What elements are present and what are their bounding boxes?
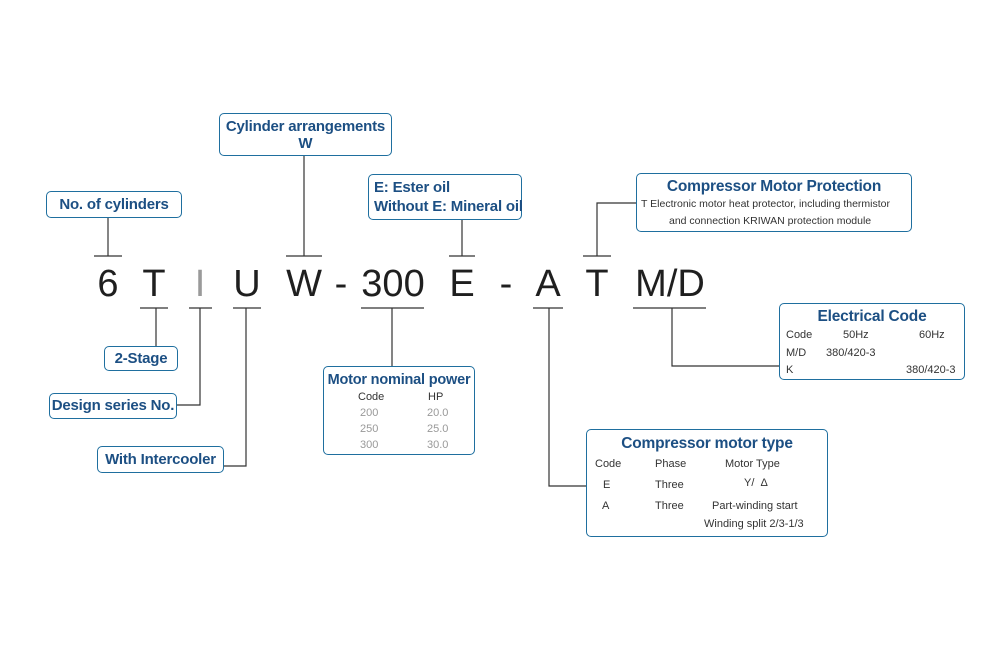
electrical-50hz: 380/420-3 [826,347,876,359]
stage-box: 2-Stage [104,346,178,371]
code-char-intercooler: U [233,263,261,305]
protection-title: Compressor Motor Protection [666,178,882,195]
motor-power-hp: 20.0 [427,407,449,419]
motor-power-code: 250 [360,423,379,435]
oil-ester-label: E: Ester oil [374,179,450,196]
intercooler-box: With Intercooler [97,446,224,473]
electrical-code: M/D [786,347,807,359]
oil-box: E: Ester oil Without E: Mineral oil [368,174,523,220]
arrangement-value: W [298,135,313,152]
motor-type-code: A [602,500,610,512]
electrical-title: Electrical Code [817,308,927,325]
oil-mineral-label: Without E: Mineral oil [374,198,523,215]
code-char-stage: T [142,263,166,305]
electrical-header-60hz: 60Hz [919,329,945,341]
motor-power-title: Motor nominal power [327,372,471,388]
design-box: Design series No. [49,393,177,419]
code-char-power: 300 [361,263,425,305]
motor-type-box: Compressor motor type Code Phase Motor T… [586,429,828,537]
motor-power-hp: 30.0 [427,439,449,451]
design-label: Design series No. [51,397,175,414]
motor-type-code: E [603,479,611,491]
code-char-electrical: M/D [635,263,705,305]
stage-label: 2-Stage [114,350,168,367]
motor-type-header-code: Code [595,458,622,470]
code-char-dash: - [499,263,513,305]
motor-type-extra: Winding split 2/3-1/3 [704,518,804,530]
motor-power-code: 200 [360,407,379,419]
electrical-header-50hz: 50Hz [843,329,869,341]
electrical-code: K [786,364,794,376]
code-char-motor-type: A [535,263,561,305]
motor-power-hp: 25.0 [427,423,449,435]
protection-desc-line1: T Electronic motor heat protector, inclu… [641,198,891,210]
motor-power-code: 300 [360,439,379,451]
electrical-header-code: Code [786,329,813,341]
electrical-60hz: 380/420-3 [906,364,956,376]
code-char-design: I [194,263,206,305]
protection-box: Compressor Motor Protection T Electronic… [636,173,912,232]
electrical-box: Electrical Code Code 50Hz 60Hz M/D 380/4… [779,303,965,380]
motor-power-header-hp: HP [428,391,444,403]
motor-type-phase: Three [655,479,684,491]
motor-type-value: Part-winding start [712,500,798,512]
motor-type-header-phase: Phase [655,458,687,470]
motor-power-box: Motor nominal power Code HP 200 20.0 250… [323,366,475,455]
cylinders-label: No. of cylinders [59,196,169,213]
code-char-cylinders: 6 [97,263,119,305]
motor-type-header-type: Motor Type [725,458,780,470]
code-char-protection: T [585,263,609,305]
arrangement-box: Cylinder arrangements W [219,113,392,156]
code-char-arrangement: W [286,263,322,305]
motor-power-header-code: Code [358,391,385,403]
code-char-oil: E [449,263,475,305]
intercooler-label: With Intercooler [105,451,216,468]
protection-desc-line2: and connection KRIWAN protection module [669,215,872,227]
code-char-dash: - [334,263,348,305]
motor-type-value: Y/ Δ [744,477,768,489]
arrangement-title: Cylinder arrangements [225,118,386,135]
motor-type-title: Compressor motor type [621,435,793,452]
cylinders-box: No. of cylinders [46,191,182,218]
motor-type-phase: Three [655,500,684,512]
